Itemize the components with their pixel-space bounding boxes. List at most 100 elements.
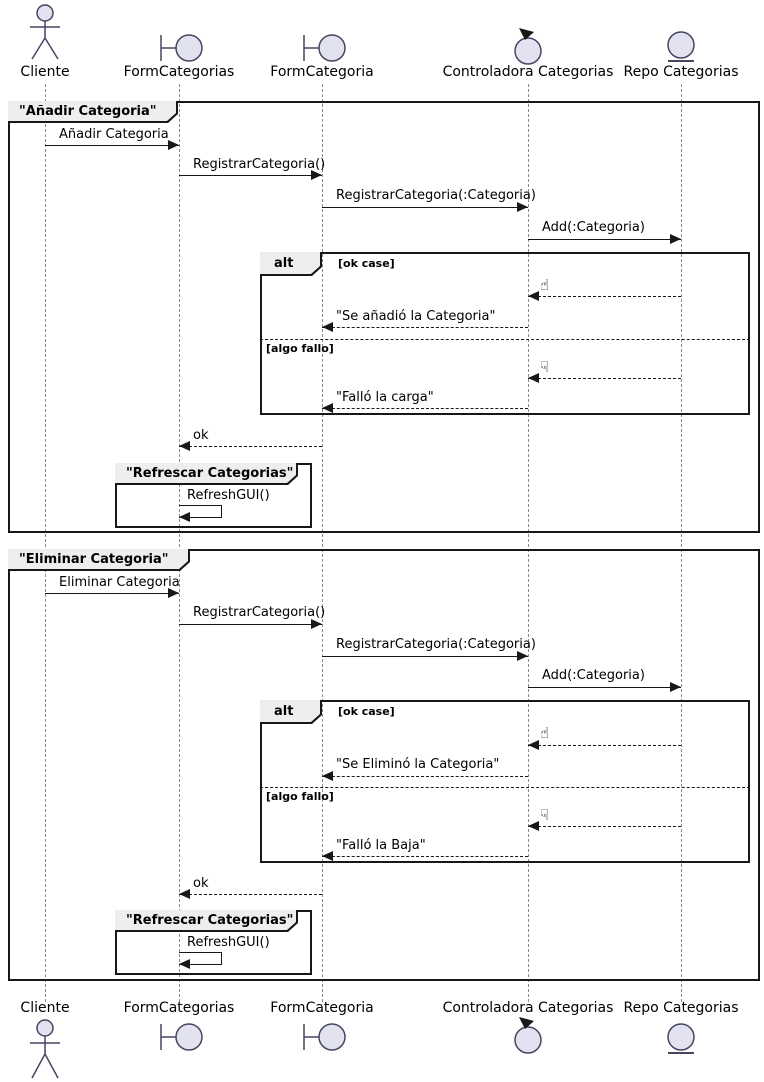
boundary-icon: [158, 1022, 206, 1052]
frame-title: "Refrescar Categorias": [126, 912, 294, 928]
return-line: [528, 296, 681, 297]
arrowhead-left-icon: [528, 821, 539, 831]
frame-title: "Eliminar Categoria": [19, 551, 169, 567]
actor-icon: [27, 1018, 63, 1082]
alt-operator-tab: alt: [260, 252, 322, 276]
frame-refrescar-tab: "Refrescar Categorias": [115, 463, 298, 485]
arrowhead-right-icon: [311, 170, 322, 180]
lifeline-cliente: [45, 84, 46, 1002]
lifeline-controladora-categorias: [528, 84, 529, 1002]
participant-label-controladora: Controladora Categorias: [442, 64, 614, 80]
frame-refrescar-tab: "Refrescar Categorias": [115, 910, 298, 932]
participant-label-cliente: Cliente: [20, 1000, 70, 1016]
arrowhead-left-icon: [179, 889, 190, 899]
message-label: Add(:Categoria): [542, 668, 645, 683]
arrowhead-right-icon: [517, 202, 528, 212]
entity-icon: [666, 1022, 696, 1056]
arrowhead-left-icon: [322, 322, 333, 332]
return-line: [322, 327, 528, 328]
return-label: ok: [193, 428, 209, 443]
frame-title: "Añadir Categoria": [19, 103, 157, 119]
lifeline-formcategoria: [322, 84, 323, 1002]
thumbs-up-icon: ☝: [540, 276, 550, 294]
message-line: [322, 207, 528, 208]
frame-anadir-tab: "Añadir Categoria": [8, 101, 178, 123]
participant-label-formcategorias: FormCategorias: [123, 1000, 235, 1016]
message-label: RegistrarCategoria(): [193, 605, 326, 620]
control-icon: [511, 1016, 545, 1054]
message-label: Eliminar Categoria: [59, 575, 180, 590]
arrowhead-right-icon: [670, 234, 681, 244]
lifeline-repo-categorias: [681, 84, 682, 1002]
participant-label-controladora: Controladora Categorias: [442, 1000, 614, 1016]
control-icon: [511, 27, 545, 65]
alt-divider: [260, 787, 750, 788]
boundary-icon: [301, 33, 349, 63]
message-label: RegistrarCategoria(:Categoria): [336, 188, 536, 203]
frame-anadir-categoria: [8, 101, 760, 533]
guard-fail: [algo fallo]: [266, 790, 334, 803]
entity-icon: [666, 30, 696, 64]
participant-label-formcategoria: FormCategoria: [270, 1000, 374, 1016]
arrowhead-left-icon: [528, 740, 539, 750]
message-line: [179, 175, 322, 176]
frame-eliminar-categoria: [8, 549, 760, 981]
message-line: [528, 687, 681, 688]
return-line: [528, 826, 681, 827]
boundary-icon: [158, 33, 206, 63]
arrowhead-left-icon: [528, 291, 539, 301]
message-label: Add(:Categoria): [542, 220, 645, 235]
return-line: [322, 408, 528, 409]
alt-fragment: [260, 252, 750, 415]
arrowhead-right-icon: [517, 651, 528, 661]
message-line: [322, 656, 528, 657]
boundary-icon: [301, 1022, 349, 1052]
return-line: [179, 446, 322, 447]
arrowhead-left-icon: [322, 403, 333, 413]
arrowhead-left-icon: [179, 512, 190, 522]
arrowhead-left-icon: [322, 851, 333, 861]
thumbs-down-icon: ☟: [540, 358, 550, 376]
alt-divider: [260, 339, 750, 340]
alt-operator: alt: [274, 703, 294, 719]
return-line: [322, 856, 528, 857]
arrowhead-left-icon: [179, 959, 190, 969]
self-message-line: [179, 505, 222, 518]
frame-eliminar-tab: "Eliminar Categoria": [8, 549, 190, 571]
message-line: [179, 624, 322, 625]
reply-label: "Se añadió la Categoria": [336, 309, 496, 324]
participant-label-repo: Repo Categorias: [623, 64, 739, 80]
participant-label-formcategoria: FormCategoria: [270, 64, 374, 80]
message-label: RegistrarCategoria(): [193, 157, 326, 172]
guard-ok: [ok case]: [338, 705, 395, 718]
self-message-line: [179, 952, 222, 965]
reply-label: "Se Eliminó la Categoria": [336, 757, 500, 772]
return-line: [528, 745, 681, 746]
lifeline-formcategorias: [179, 84, 180, 1002]
arrowhead-right-icon: [168, 140, 179, 150]
return-label: ok: [193, 876, 209, 891]
thumbs-down-icon: ☟: [540, 806, 550, 824]
alt-operator-tab: alt: [260, 700, 322, 724]
participant-label-repo: Repo Categorias: [623, 1000, 739, 1016]
arrowhead-right-icon: [670, 682, 681, 692]
alt-fragment: [260, 700, 750, 863]
guard-fail: [algo fallo]: [266, 342, 334, 355]
arrowhead-left-icon: [322, 771, 333, 781]
guard-ok: [ok case]: [338, 257, 395, 270]
return-line: [179, 894, 322, 895]
actor-icon: [27, 3, 63, 63]
message-label: Añadir Categoria: [59, 127, 169, 142]
arrowhead-right-icon: [311, 619, 322, 629]
participant-label-cliente: Cliente: [20, 64, 70, 80]
reply-label: "Falló la carga": [336, 390, 434, 405]
self-message-label: RefreshGUI(): [187, 488, 270, 503]
arrowhead-left-icon: [528, 373, 539, 383]
arrowhead-right-icon: [168, 588, 179, 598]
message-line: [45, 145, 179, 146]
reply-label: "Falló la Baja": [336, 838, 426, 853]
self-message-label: RefreshGUI(): [187, 935, 270, 950]
thumbs-up-icon: ☝: [540, 724, 550, 742]
frame-title: "Refrescar Categorias": [126, 465, 294, 481]
